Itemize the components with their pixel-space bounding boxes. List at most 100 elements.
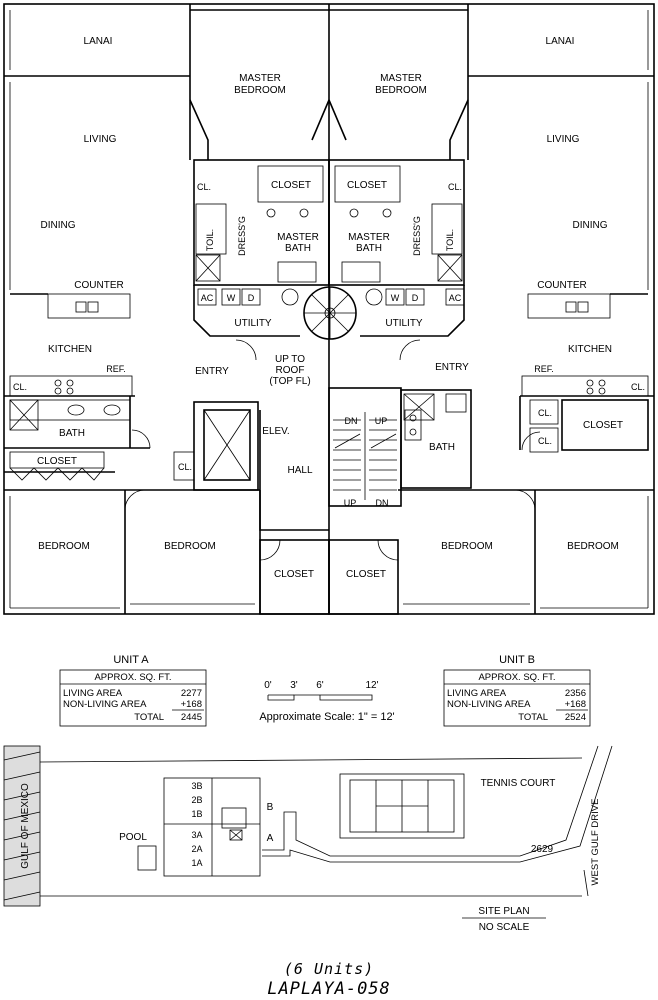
footer-units: (6 Units) [284,960,374,978]
room-labels: LANAI LANAI MASTER BEDROOM MASTER BEDROO… [13,36,645,580]
label-master-bedroom-a-l1: MASTER [239,73,281,84]
label-kitchen-b: KITCHEN [568,344,612,355]
label-ref-a: REF. [106,364,126,374]
label-toil-a: TOIL. [205,229,215,251]
label-ac-a: AC [201,293,214,303]
label-cl-a3: CL. [178,462,192,472]
label-entry-b: ENTRY [435,362,469,373]
unit-b-title: UNIT B [499,654,535,666]
label-bath-a: BATH [59,428,85,439]
unit-b-area-table: UNIT B APPROX. SQ. FT. LIVING AREA 2356 … [443,654,591,727]
scale-tick-3: 3' [290,680,298,691]
label-d-b: D [412,293,419,303]
gulf-label: GULF OF MEXICO [20,783,31,869]
label-w-b: W [391,293,400,303]
pool-label: POOL [119,832,147,843]
label-dressg-a: DRESS'G [237,216,247,256]
unit-b-row1-label: LIVING AREA [447,688,507,699]
unit-1b: 1B [191,809,202,819]
unit-a-header: APPROX. SQ. FT. [94,672,171,683]
unit-a-area-table: UNIT A APPROX. SQ. FT. LIVING AREA 2277 … [59,654,207,727]
label-elev: ELEV. [262,426,289,437]
label-closet-a2: CLOSET [37,456,77,467]
unit-b-row2-value: +168 [565,699,586,710]
building-walls [3,3,655,615]
label-closet-b1: CLOSET [347,180,387,191]
label-bath-b: BATH [429,442,455,453]
label-ref-b: REF. [534,364,554,374]
unit-3b: 3B [191,781,202,791]
label-entry-a: ENTRY [195,366,229,377]
label-utility-b: UTILITY [385,318,423,329]
gulf-hatch [3,745,41,907]
label-cl-a2: CL. [13,382,27,392]
stair-treads [333,419,397,491]
label-up-to-roof-l2: ROOF [276,365,305,376]
label-ac-b: AC [449,293,462,303]
footer: (6 Units) LAPLAYA-058 [267,960,391,999]
label-up-1: UP [375,416,388,426]
label-living-a: LIVING [84,134,117,145]
scale-bar: 0' 3' 6' 12' Approximate Scale: 1" = 12' [259,680,394,723]
unit-a-title: UNIT A [113,654,149,666]
site-plan-subtitle: NO SCALE [479,922,530,933]
label-cl-b2: CL. [631,382,645,392]
label-master-bath-b-l2: BATH [356,243,382,254]
unit-a-row2-value: +168 [181,699,202,710]
label-dining-b: DINING [573,220,608,231]
unit-a-row1-value: 2277 [181,688,202,699]
label-dining-a: DINING [41,220,76,231]
gulf-hatch-lines [3,751,41,901]
footer-name: LAPLAYA-058 [267,979,391,999]
label-master-bath-a-l2: BATH [285,243,311,254]
unit-b-header: APPROX. SQ. FT. [478,672,555,683]
label-dressg-b: DRESS'G [412,216,422,256]
label-closet-a1: CLOSET [271,180,311,191]
site-plan-title: SITE PLAN [478,906,529,917]
label-closet-c1: CLOSET [274,569,314,580]
unit-a-row3-label: TOTAL [134,712,164,723]
unit-b-row2-label: NON-LIVING AREA [447,699,531,710]
unit-b-row3-label: TOTAL [518,712,548,723]
address-label: 2629 [531,844,554,855]
scale-caption: Approximate Scale: 1" = 12' [259,711,394,723]
road-label: WEST GULF DRIVE [590,799,601,886]
label-d-a: D [248,293,255,303]
label-master-bedroom-a-l2: BEDROOM [234,85,286,96]
label-bedroom-b1: BEDROOM [441,541,493,552]
label-dn-1: DN [345,416,358,426]
label-hall: HALL [287,465,312,476]
label-kitchen-a: KITCHEN [48,344,92,355]
label-master-bath-a-l1: MASTER [277,232,319,243]
label-lanai-b: LANAI [546,36,575,47]
label-up-to-roof-l1: UP TO [275,354,305,365]
scale-tick-6: 6' [316,680,324,691]
label-master-bedroom-b-l1: MASTER [380,73,422,84]
site-plan: GULF OF MEXICO POOL 3B 2B 1B 3A 2A 1A B … [3,745,613,933]
unit-1a: 1A [191,858,202,868]
label-utility-a: UTILITY [234,318,272,329]
scale-tick-12: 12' [365,680,378,691]
unit-a-row2-label: NON-LIVING AREA [63,699,147,710]
unit-3a: 3A [191,830,202,840]
label-living-b: LIVING [547,134,580,145]
label-master-bedroom-b-l2: BEDROOM [375,85,427,96]
marker-a: A [267,833,274,844]
label-w-a: W [227,293,236,303]
unit-2b: 2B [191,795,202,805]
label-up-to-roof-l3: (TOP FL) [269,376,310,387]
label-master-bath-b-l1: MASTER [348,232,390,243]
label-cl-a1: CL. [197,182,211,192]
unit-b-row1-value: 2356 [565,688,586,699]
label-toil-b: TOIL. [445,229,455,251]
marker-b: B [267,802,274,813]
label-bedroom-a2: BEDROOM [164,541,216,552]
label-counter-a: COUNTER [74,280,123,291]
label-closet-b2: CLOSET [583,420,623,431]
label-cl-b4: CL. [538,436,552,446]
tennis-court-label: TENNIS COURT [481,778,556,789]
label-cl-b3: CL. [538,408,552,418]
unit-a-row1-label: LIVING AREA [63,688,123,699]
label-dn-2: DN [376,498,389,508]
